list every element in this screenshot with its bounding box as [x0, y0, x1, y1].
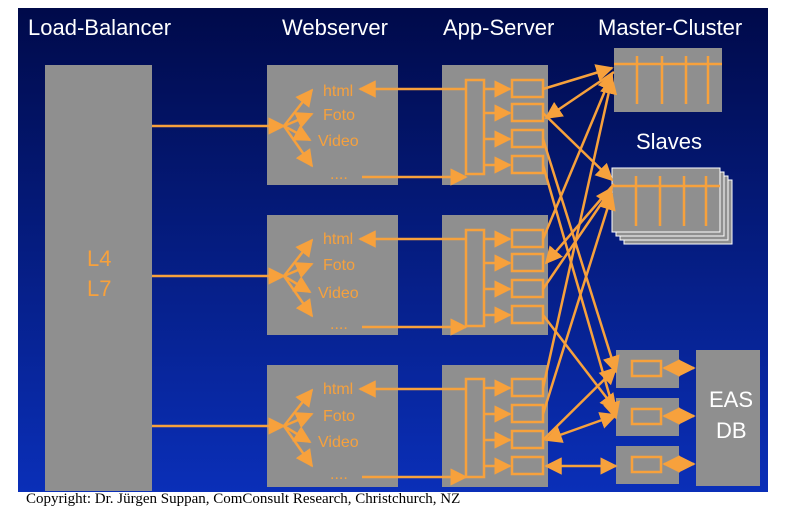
webserver-item-video: Video	[318, 133, 359, 150]
webserver-item-video: Video	[318, 434, 359, 451]
slaves-box-stack	[611, 167, 733, 245]
eas-db-arrows	[662, 359, 696, 473]
webserver-item-video: Video	[318, 285, 359, 302]
app-internal-arrows	[484, 80, 512, 475]
app-to-cluster-arrows	[541, 64, 621, 475]
load-balancer-box	[45, 65, 152, 491]
header-webserver: Webserver	[282, 15, 388, 40]
webserver-item-html: html	[323, 231, 353, 248]
webserver-item-foto: Foto	[323, 257, 355, 274]
copyright-text: Copyright: Dr. Jürgen Suppan, ComConsult…	[26, 491, 461, 507]
eas-db-label-line1: EAS	[709, 387, 753, 412]
webserver-item-more: ....	[330, 466, 348, 483]
app-server-box-3	[442, 365, 548, 487]
webserver-item-html: html	[323, 83, 353, 100]
slaves-label: Slaves	[636, 129, 702, 154]
lb-to-webserver-arrows	[152, 117, 286, 435]
header-load-balancer: Load-Balancer	[28, 15, 171, 40]
webserver-item-foto: Foto	[323, 107, 355, 124]
eas-db-box	[696, 350, 760, 486]
webserver-item-foto: Foto	[323, 408, 355, 425]
header-master-cluster: Master-Cluster	[598, 15, 742, 40]
app-server-box-1	[442, 65, 548, 185]
header-app-server: App-Server	[443, 15, 554, 40]
webserver-item-more: ....	[330, 166, 348, 183]
load-balancer-l4-label: L4	[87, 246, 111, 271]
eas-connector-boxes	[616, 350, 679, 484]
master-cluster-box	[614, 48, 722, 112]
webserver-fan-arrows	[282, 88, 314, 468]
webserver-item-html: html	[323, 381, 353, 398]
eas-db-label-line2: DB	[716, 418, 747, 443]
app-server-box-2	[442, 215, 548, 335]
load-balancer-l7-label: L7	[87, 276, 111, 301]
webserver-item-more: ....	[330, 316, 348, 333]
webserver-box-3: html Foto Video ....	[267, 365, 398, 487]
webserver-app-arrows	[358, 80, 468, 486]
